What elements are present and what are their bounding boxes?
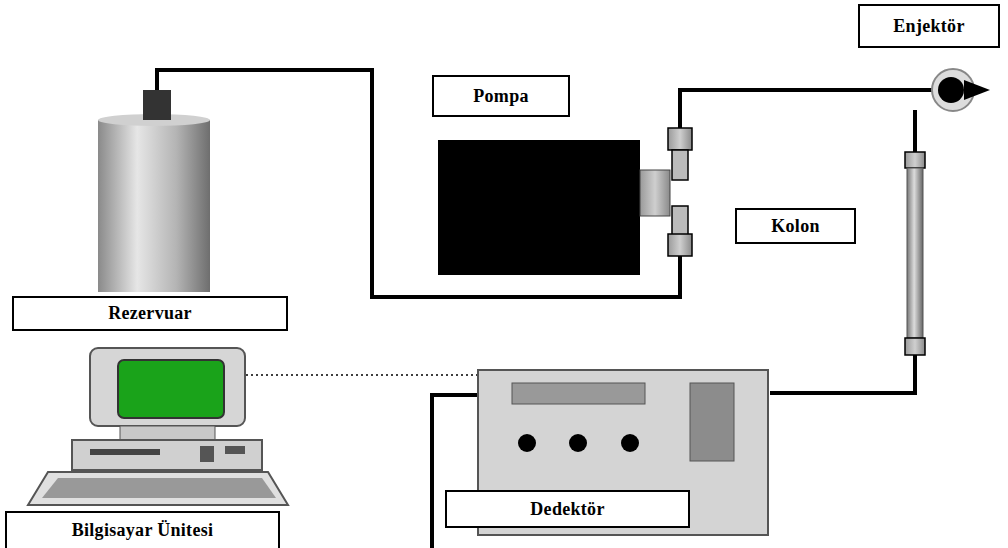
pump: [438, 128, 692, 275]
computer: [28, 348, 288, 505]
injector: [932, 69, 990, 111]
column-label: Kolon: [735, 208, 856, 244]
label-text: Bilgisayar Ünitesi: [72, 520, 214, 541]
signal-line: [246, 374, 477, 376]
injector-label: Enjektör: [858, 4, 1000, 48]
label-text: Rezervuar: [108, 303, 192, 324]
detector-label: Dedektör: [445, 490, 690, 528]
label-text: Pompa: [473, 86, 529, 107]
label-text: Kolon: [771, 216, 820, 237]
label-text: Enjektör: [893, 16, 964, 37]
reservoir-label: Rezervuar: [12, 296, 288, 331]
column: [905, 152, 925, 355]
reservoir-bottle: [98, 90, 210, 292]
label-text: Dedektör: [530, 499, 604, 520]
pump-label: Pompa: [432, 75, 570, 117]
computer-label: Bilgisayar Ünitesi: [5, 511, 280, 548]
